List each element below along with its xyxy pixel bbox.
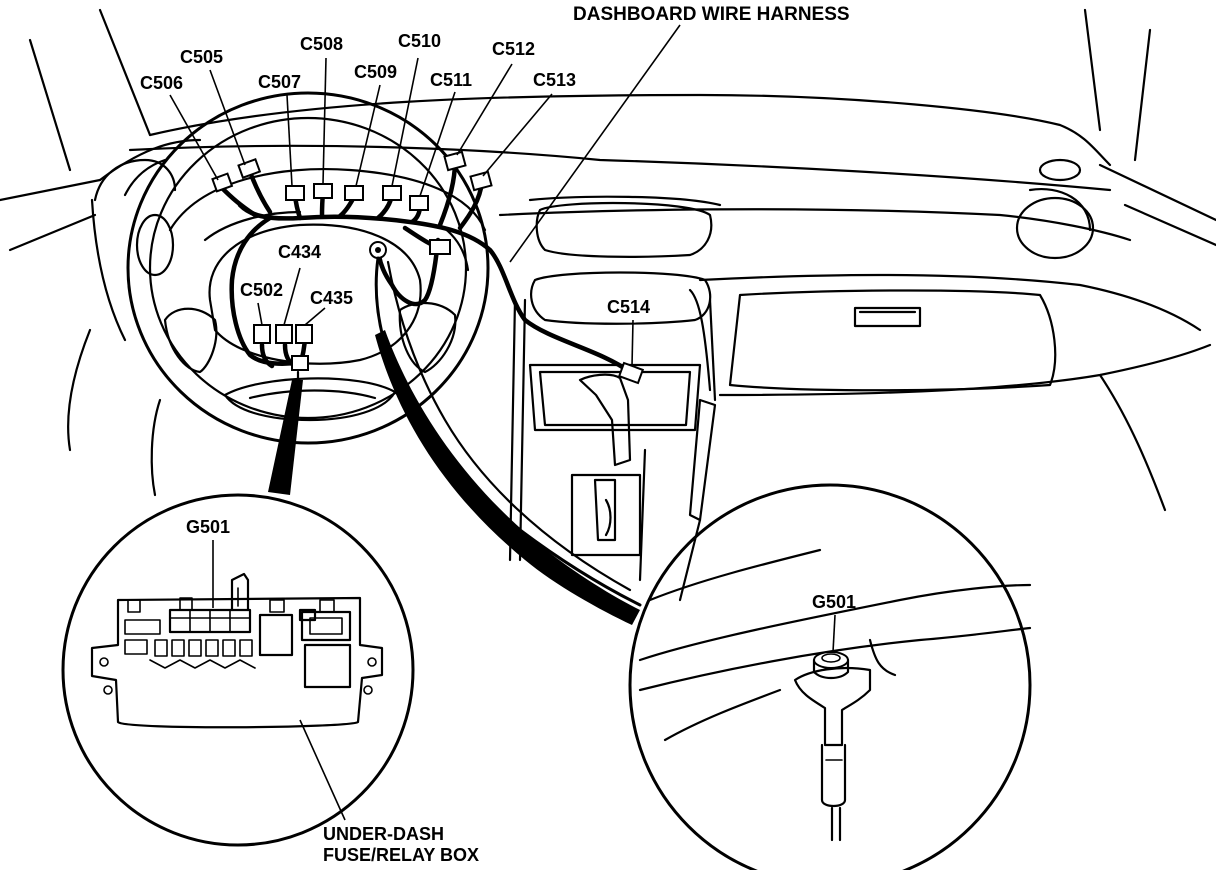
connector-c434 — [275, 324, 293, 344]
ground-detail-circle — [628, 483, 1032, 870]
ground-strap — [374, 256, 642, 625]
connector-c513 — [469, 170, 493, 192]
connector-c507 — [285, 185, 305, 201]
harness-label: DASHBOARD WIRE HARNESS — [573, 4, 850, 25]
car-interior-outline — [0, 8, 1216, 602]
c509-label: C509 — [354, 62, 397, 82]
connector-c512 — [443, 150, 467, 172]
c513-label: C513 — [533, 70, 576, 90]
fuse-box-label-line1: UNDER-DASH — [323, 824, 444, 844]
c512-label: C512 — [492, 39, 535, 59]
c508-label: C508 — [300, 34, 343, 54]
c434-label: C434 — [278, 242, 321, 262]
connector-c505 — [237, 158, 262, 179]
c514-label: C514 — [607, 297, 650, 317]
connector-c509 — [344, 185, 364, 201]
c506-label: C506 — [140, 73, 183, 93]
connector-c510 — [382, 185, 402, 201]
connector-c435 — [295, 324, 313, 344]
c505-label: C505 — [180, 47, 223, 67]
fuse-box-label-line2: FUSE/RELAY BOX — [323, 845, 479, 865]
g501-ground-label: G501 — [812, 592, 856, 612]
fuse-box-callout-band — [268, 370, 303, 495]
connector-c502 — [253, 324, 271, 344]
connector-harness-junction — [429, 239, 451, 255]
c510-label: C510 — [398, 31, 441, 51]
connector-c514 — [617, 361, 645, 385]
connector-c508 — [313, 183, 333, 199]
connector-c511 — [409, 195, 429, 211]
connector-fuse-box — [291, 355, 309, 371]
c502-label: C502 — [240, 280, 283, 300]
fuse-relay-box-drawing — [90, 572, 384, 729]
fuse-box-detail-circle — [61, 493, 415, 847]
c435-label: C435 — [310, 288, 353, 308]
c507-label: C507 — [258, 72, 301, 92]
g501-fuse-box-label: G501 — [186, 517, 230, 537]
c511-label: C511 — [430, 70, 472, 90]
leader-lines — [169, 24, 836, 821]
fuse-row — [149, 639, 256, 669]
labels: DASHBOARD WIRE HARNESS C505 C506 C507 C5… — [140, 4, 856, 865]
